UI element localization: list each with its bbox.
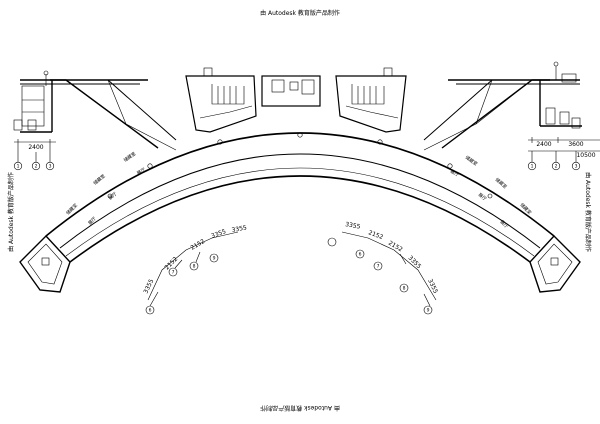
grid-bubble <box>571 161 581 171</box>
watermark-left: 由 Autodesk 教育版产品制作 <box>7 172 15 252</box>
room-label: 储藏室 <box>92 172 107 186</box>
left-wing-labels: 储藏室 储藏室 储藏室 展厅 展厅 展厅 <box>64 150 147 227</box>
room-label: 展厅 <box>107 191 118 202</box>
grid-bubble <box>145 305 155 315</box>
dimension-label: 3355 <box>142 278 155 295</box>
curved-gallery <box>45 132 555 263</box>
dimension-label: 3600 <box>568 141 583 148</box>
left-top-building <box>13 70 148 133</box>
dimension-label: 3355 <box>345 221 361 231</box>
grid-bubble-label: 8 <box>193 264 196 270</box>
grid-bubble-label: 8 <box>403 286 406 292</box>
grid-bubble <box>45 161 55 171</box>
dimension-label: 2400 <box>28 144 43 151</box>
grid-bubble <box>551 161 561 171</box>
right-top-dimension: 2400 3600 10500 1 2 3 <box>527 137 600 171</box>
grid-bubble-label: 3 <box>49 164 52 170</box>
watermark-top: 由 Autodesk 教育版产品制作 <box>260 9 340 17</box>
watermark-bottom: 由 Autodesk 教育版产品制作 <box>260 404 340 412</box>
center-core <box>261 75 321 107</box>
center-left-pavilion <box>185 67 257 133</box>
room-label: 展厅 <box>499 219 510 230</box>
dimension-label: 2152 <box>367 229 384 241</box>
grid-bubble-label: 1 <box>17 164 20 170</box>
room-label: 储藏室 <box>122 150 137 164</box>
grid-bubble-label: 7 <box>172 270 175 276</box>
dimension-label: 10500 <box>576 152 595 159</box>
right-top-building <box>448 61 582 129</box>
grid-bubble <box>327 237 337 247</box>
watermark-right: 由 Autodesk 教育版产品制作 <box>584 172 592 252</box>
grid-bubble <box>423 305 433 315</box>
grid-bubble-label: 2 <box>35 164 38 170</box>
room-label: 展厅 <box>477 192 488 203</box>
room-label: 储藏室 <box>464 154 479 168</box>
dimension-label: 3355 <box>231 224 247 234</box>
dimension-label: 3355 <box>210 228 227 240</box>
grid-bubble <box>373 261 383 271</box>
grid-bubble-label: 1 <box>531 164 534 170</box>
grid-bubble <box>527 161 537 171</box>
room-label: 展厅 <box>87 215 98 226</box>
grid-bubble-label: 6 <box>149 308 152 314</box>
left-wing <box>19 79 177 293</box>
left-arc-dimension: 3355 2152 2152 3355 3355 6 7 8 9 <box>142 224 248 315</box>
grid-bubble <box>189 261 199 271</box>
grid-bubble-label: 3 <box>575 164 578 170</box>
right-wing <box>423 79 581 293</box>
grid-bubble-label: 9 <box>213 256 216 262</box>
grid-bubble-label: 2 <box>555 164 558 170</box>
right-arc-dimension: 3355 2152 2152 3355 3355 6 7 8 9 <box>327 221 439 315</box>
grid-bubble <box>355 249 365 259</box>
grid-bubble-label: 7 <box>377 264 380 270</box>
left-top-dimension: 2400 1 2 3 <box>13 139 56 171</box>
dimension-label: 2152 <box>190 238 207 252</box>
room-label: 展厅 <box>136 167 147 177</box>
center-right-pavilion <box>335 67 407 133</box>
grid-bubble <box>399 283 409 293</box>
dimension-label: 2400 <box>536 141 551 148</box>
grid-bubble <box>31 161 41 171</box>
grid-bubble-label: 9 <box>427 308 430 314</box>
grid-bubble <box>168 267 178 277</box>
room-label: 展厅 <box>449 169 460 179</box>
grid-bubble <box>13 161 23 171</box>
room-label: 储藏室 <box>494 176 509 190</box>
room-label: 储藏室 <box>64 202 79 217</box>
grid-bubble-label: 6 <box>359 252 362 258</box>
grid-bubble <box>209 253 219 263</box>
